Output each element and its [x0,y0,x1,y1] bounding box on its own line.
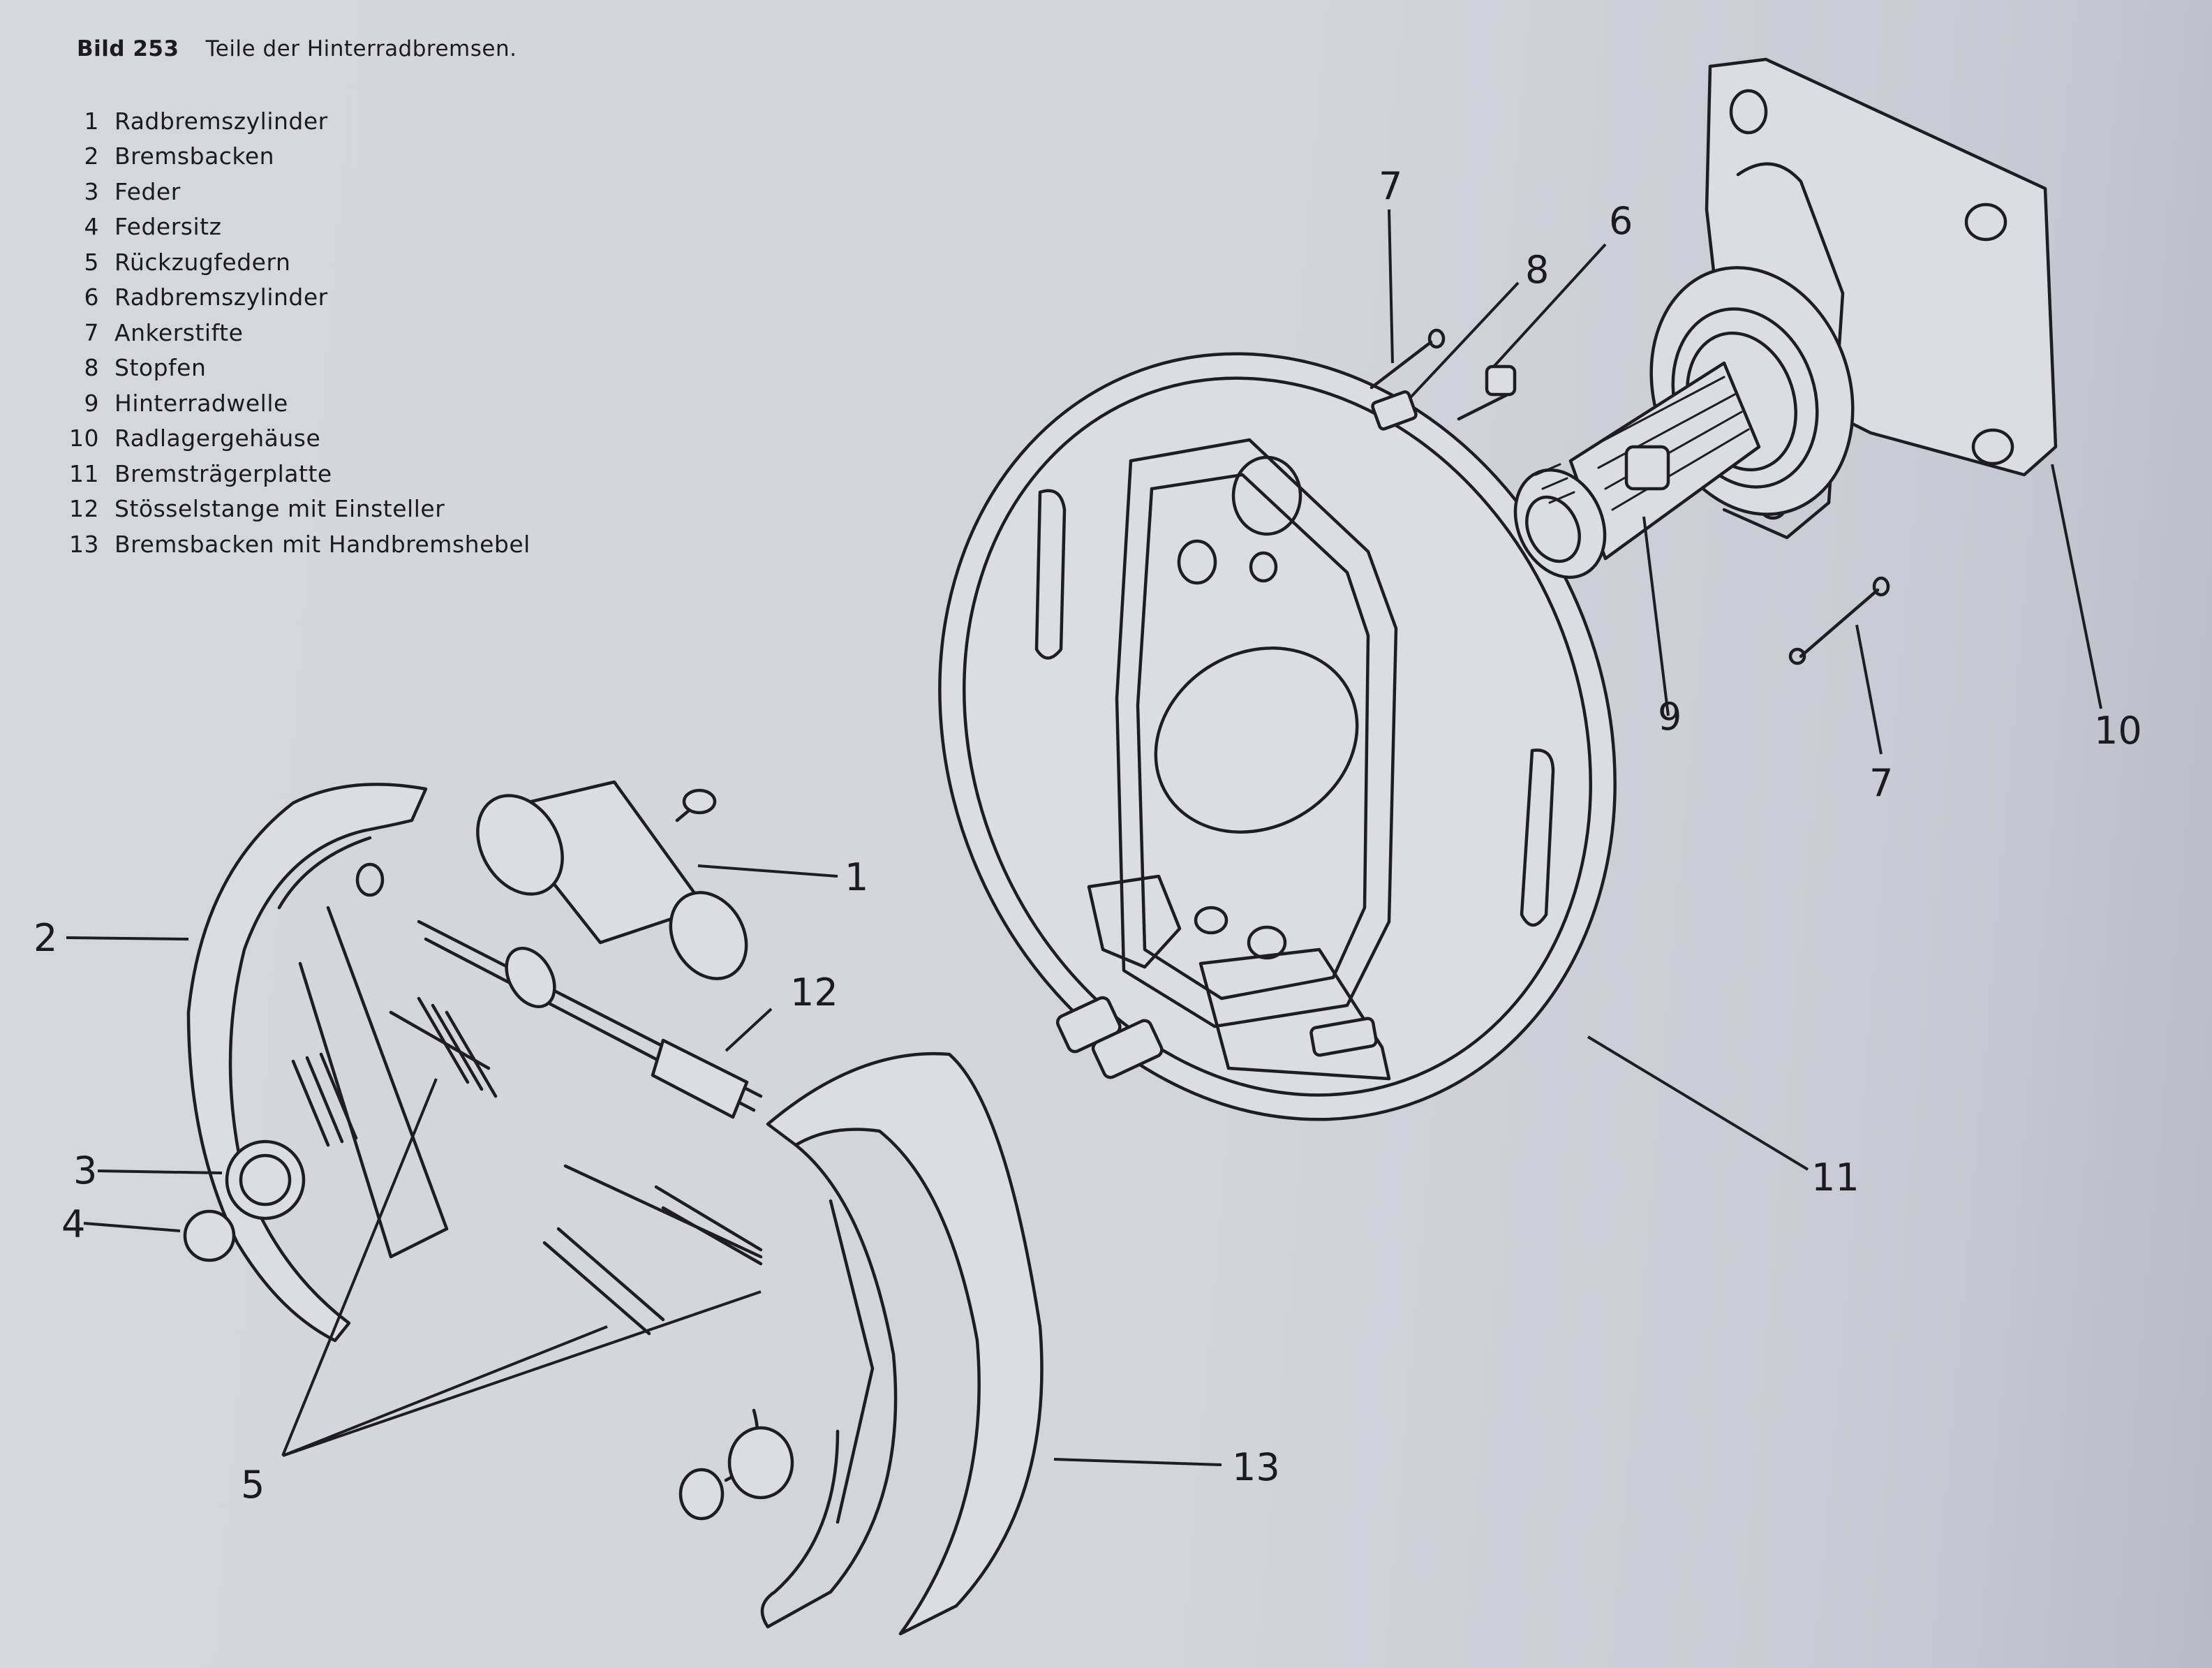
shoe-spring [183,1139,306,1262]
legend-label: Radlagergehäuse [114,425,321,452]
return-springs [291,996,794,1521]
legend-item: 8 Stopfen [63,350,530,386]
legend-number: 1 [84,107,99,135]
legend-label: Feder [114,177,181,205]
callout-9: 9 [1658,695,1682,739]
figure-caption: Bild 253 Teile der Hinterradbremsen. [77,36,517,61]
callout-1: 1 [845,855,868,899]
legend-number: 2 [84,142,99,170]
legend-number: 12 [69,495,99,523]
legend-label: Radbremszylinder [114,283,328,311]
callout-5: 5 [241,1463,265,1507]
legend-number: 5 [84,248,99,276]
legend-item: 11 Bremsträgerplatte [63,456,530,492]
legend-label: Bremsbacken [114,142,275,170]
wheel-cylinder [476,780,748,980]
legend-number: 9 [84,389,99,417]
legend-item: 9 Hinterradwelle [63,385,530,421]
legend-item: 3 Feder [63,174,530,209]
legend-item: 6 Radbremszylinder [63,280,530,316]
callout-6: 6 [1609,199,1633,243]
callout-4: 4 [61,1202,85,1246]
callout-7-top: 7 [1379,164,1402,208]
push-rod-adjuster [417,920,763,1119]
legend-item: 4 Federsitz [63,209,530,245]
legend-label: Ankerstifte [114,318,244,346]
legend-label: Stösselstange mit Einsteller [114,495,445,523]
legend-item: 2 Bremsbacken [63,139,530,175]
legend-item: 10 Radlagergehäuse [63,421,530,457]
leader-lines [66,209,2102,1466]
legend-label: Rückzugfedern [114,248,291,276]
legend-label: Federsitz [114,213,222,241]
legend-number: 8 [84,354,99,382]
callout-3: 3 [73,1149,97,1193]
legend-label: Radbremszylinder [114,107,328,135]
legend-number: 6 [84,283,99,311]
legend-item: 5 Rückzugfedern [63,244,530,280]
small-parts [1369,328,1890,665]
legend-label: Stopfen [114,354,207,382]
callout-11: 11 [1811,1156,1860,1200]
callout-10: 10 [2094,709,2142,753]
legend-label: Bremsbacken mit Handbremshebel [114,530,530,558]
legend-number: 7 [84,318,99,346]
axle-shaft [1513,361,1761,580]
callout-7-bottom: 7 [1869,761,1893,805]
callout-12: 12 [790,970,838,1014]
legend-item: 1 Radbremszylinder [63,103,530,139]
legend-number: 11 [69,459,99,487]
legend-item: 12 Stösselstange mit Einsteller [63,492,530,527]
figure-title: Teile der Hinterradbremsen. [205,36,517,61]
brake-shoe-handbrake [760,1052,1044,1636]
legend-number: 10 [69,425,99,452]
callout-8: 8 [1525,248,1549,292]
figure-number: Bild 253 [77,36,179,61]
legend-number: 4 [84,213,99,241]
brake-shoe-left [186,783,449,1343]
legend-label: Hinterradwelle [114,389,288,417]
callout-2: 2 [34,916,57,960]
legend-number: 3 [84,177,99,205]
legend-item: 7 Ankerstifte [63,315,530,350]
legend-number: 13 [69,530,99,558]
backing-plate [938,352,1617,1121]
legend-item: 13 Bremsbacken mit Handbremshebel [63,526,530,562]
callout-labels: 1 2 3 4 5 6 7 7 8 9 10 11 12 13 [34,164,2142,1507]
callout-13: 13 [1232,1445,1280,1489]
legend-label: Bremsträgerplatte [114,459,332,487]
